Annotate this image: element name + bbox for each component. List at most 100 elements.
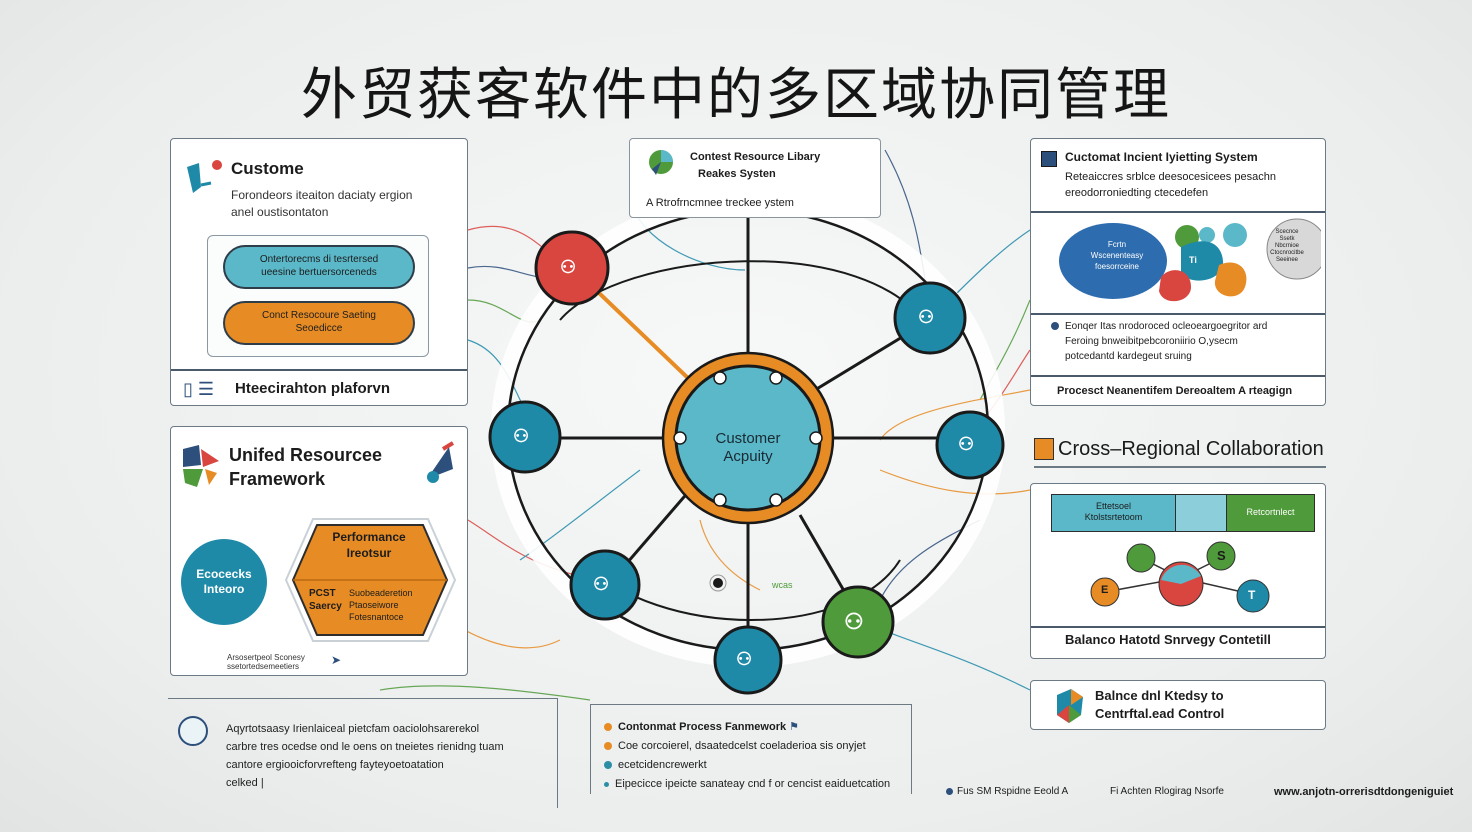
unified-card-title: Unifed Resourcee Framework: [229, 443, 382, 491]
customer-desc-line1: Forondeors iteaiton daciaty ergion: [231, 188, 413, 202]
tracking-desc-1: Reteaiccres srblce deesocesicees pesachn: [1065, 171, 1276, 183]
bm-text-1: Contonmat Process Fanmework: [618, 721, 787, 733]
flag-icon: ⚑: [789, 721, 800, 733]
footer-item-1-text: Fus SM Rspidne Eeold A: [957, 786, 1069, 797]
page-title: 外贸获客软件中的多区域协同管理: [301, 63, 1171, 128]
center-label-line1: Customer: [715, 430, 781, 447]
unified-teal-circle[interactable]: Ecocecks Inteoro: [181, 539, 267, 625]
blob-teal-label: Ti: [1189, 255, 1197, 265]
balance-text: Balnce dnl Ktedsy to Centrftal.ead Contr…: [1095, 687, 1224, 723]
people-icon: ⚇: [736, 649, 753, 669]
customer-divider: [171, 369, 467, 371]
hex-sub-right-1: Suobeaderetion: [349, 588, 413, 598]
hexagon-title: Performance Ireotsur: [309, 529, 429, 561]
people-icon: ⚇: [560, 257, 577, 277]
bl-line1: Aqyrtotsaasy Irienlaiceal pietcfam oacio…: [226, 723, 480, 735]
people-icon: ⚇: [513, 426, 530, 446]
bm-item-4: Eipecicce ipeicte sanateay cnd f or cenc…: [604, 775, 890, 794]
tracking-divider-top: [1031, 211, 1325, 213]
unified-title-line1: Unifed Resourcee: [229, 445, 383, 465]
content-library-card: Contest Resource Libary Reakes Systen A …: [629, 138, 881, 218]
customer-logo-icon: [187, 160, 222, 193]
hexagon-sub-right: Suobeaderetion Ptaoseiwore Fotesnantoce: [349, 587, 413, 623]
balance-icon: [1057, 689, 1083, 723]
people-icon: ⚇: [593, 574, 610, 594]
network-chart: [1090, 541, 1270, 613]
unified-caption: Arsosertpeol Sconesy ssetortedsemeetiers: [227, 653, 305, 671]
bm-item-2: Coe corcoierel, dsaatedcelst coeladerioa…: [604, 737, 890, 756]
pill-orange-line1: Conct Resocoure Saeting: [262, 310, 376, 321]
hex-line2: Ireotsur: [346, 546, 392, 560]
customer-pill-blue[interactable]: Ontertorecms di tesrtersed ueesine bertu…: [223, 245, 415, 289]
circle-line2: Inteoro: [203, 582, 245, 596]
bm-item-1: Contonmat Process Fanmework ⚑: [604, 718, 890, 737]
blob-main-label: Fcrtn Wscenenteasy foesorrceine: [1077, 239, 1157, 272]
bottom-left-icon: [178, 716, 208, 746]
chart-label-t: T: [1248, 588, 1256, 602]
bottom-left-panel: [168, 698, 558, 808]
tracking-list-text-2: Feroing bnweibitpebcoroniirio O,ysecm: [1065, 336, 1238, 347]
send-icon: ➤: [331, 653, 342, 667]
customer-card: Custome Forondeors iteaiton daciaty ergi…: [170, 138, 468, 406]
menu-icon: ▯ ☰: [183, 379, 215, 399]
customer-pill-orange[interactable]: Conct Resocoure Saeting Seoedicce: [223, 301, 415, 345]
tracking-divider-bottom: [1031, 375, 1325, 377]
tracking-list-item-2: Feroing bnweibitpebcoroniirio O,ysecm: [1051, 334, 1267, 349]
tracking-divider-mid: [1031, 313, 1325, 315]
bm-text-3: ecetcidencrewerkt: [618, 759, 707, 771]
bar-left-1: Ettetsoel: [1095, 501, 1132, 511]
library-title-2: Reakes Systen: [698, 168, 776, 180]
pill-orange-line2: Seoedicce: [295, 323, 343, 334]
blob-main-2: Wscenenteasy: [1090, 251, 1144, 260]
circle-line1: Ecocecks: [196, 567, 252, 581]
balance-line2: Centrftal.ead Control: [1095, 706, 1225, 721]
bm-text-4: Eipecicce ipeicte sanateay cnd f or cenc…: [615, 778, 891, 790]
stray-label: wcas: [772, 580, 793, 590]
customer-card-footer: Hteecirahton plaforvn: [235, 380, 391, 397]
tracking-desc-2: ereodorroniedting ctecedefen: [1065, 187, 1209, 199]
bar-left-2: Ktolstsrtetoom: [1084, 512, 1143, 522]
people-icon: ⚇: [844, 609, 864, 634]
cross-regional-underline: [1034, 466, 1326, 468]
hex-sub-right-3: Fotesnantoce: [349, 612, 404, 622]
cross-regional-footer: Balanco Hatotd Snrvegy Contetill: [1065, 632, 1271, 647]
cross-regional-card: Ettetsoel Ktolstsrtetoom Retcortnlect E …: [1030, 483, 1326, 659]
gray-3: Nbcrnioe: [1274, 243, 1299, 249]
unified-logo-icon: [183, 445, 219, 487]
hex-sub-right-2: Ptaoseiwore: [349, 600, 399, 610]
customer-card-title: Custome: [231, 159, 304, 178]
hex-sub-left-1: PCST: [309, 588, 336, 599]
hexagon-shape: [284, 518, 457, 642]
bottom-mid-list: Contonmat Process Fanmework ⚑ Coe corcoi…: [604, 718, 890, 794]
footer-item-1: Fus SM Rspidne Eeold A: [946, 786, 1068, 797]
tracking-list-text-1: Eonqer Itas nrodoroced ocleoeargoegritor…: [1065, 321, 1268, 332]
cross-regional-divider: [1031, 626, 1325, 628]
tracking-card: Cuctomat Incient Iyietting System Reteai…: [1030, 138, 1326, 406]
chart-label-e: E: [1101, 584, 1109, 596]
library-title-1: Contest Resource Libary: [690, 151, 821, 163]
library-title: Contest Resource Libary Reakes Systen: [690, 149, 820, 183]
tracking-list-item-1: Eonqer Itas nrodoroced ocleoeargoegritor…: [1051, 319, 1267, 334]
gray-1: Scecnce: [1275, 229, 1299, 235]
footer-item-2: Fi Achten Rlogirag Nsorfe: [1110, 786, 1224, 797]
pill-blue-line2: ueesine bertuersorceneds: [261, 267, 377, 278]
bottom-left-text: Aqyrtotsaasy Irienlaiceal pietcfam oacio…: [226, 720, 504, 792]
footer-url[interactable]: www.anjotn-orrerisdtdongeniguiet: [1274, 786, 1454, 798]
customer-desc-line2: anel oustisontaton: [231, 205, 329, 219]
progress-bar: Ettetsoel Ktolstsrtetoom Retcortnlect: [1051, 494, 1315, 532]
hex-sub-left-2: Saercy: [309, 601, 342, 612]
customer-card-desc: Forondeors iteaiton daciaty ergion anel …: [231, 187, 412, 221]
tracking-square-icon: [1041, 151, 1057, 167]
hex-line1: Performance: [332, 530, 406, 544]
center-label-line2: Acpuity: [723, 448, 773, 465]
cross-regional-square-icon: [1034, 438, 1054, 460]
gray-2: Ssetk: [1279, 236, 1295, 242]
blob-main-1: Fcrtn: [1107, 240, 1127, 249]
tracking-footer: Procesct Neanentifem Dereoaltem A rteagi…: [1057, 385, 1293, 397]
library-icon: [649, 150, 673, 175]
chart-label-s: S: [1217, 548, 1226, 563]
caption-line1: Arsosertpeol Sconesy: [227, 653, 305, 662]
progress-segment-light: [1176, 495, 1227, 531]
people-icon: ⚇: [958, 434, 975, 454]
rocket-icon: [427, 441, 455, 483]
